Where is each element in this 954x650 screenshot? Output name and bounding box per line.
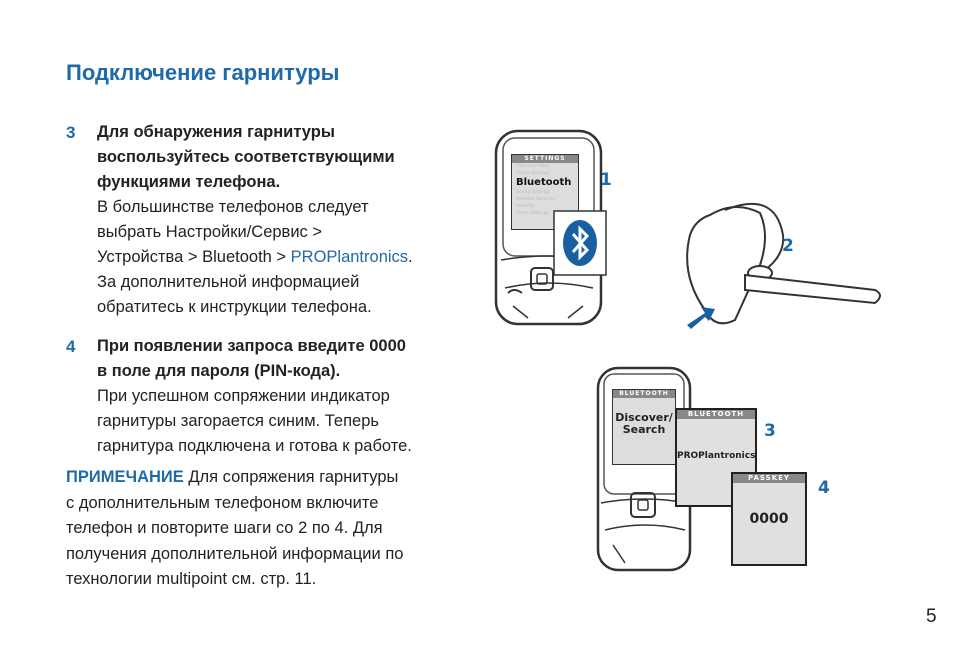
screen-header: SETTINGS bbox=[512, 155, 578, 163]
note-line: телефон и повторите шаги со 2 по 4. Для bbox=[66, 519, 383, 537]
card-header: BLUETOOTH bbox=[677, 410, 755, 419]
path-end: . bbox=[408, 248, 413, 266]
step-3-line: обратитесь к инструкции телефона. bbox=[97, 298, 372, 316]
path-text: Устройства > Bluetooth > bbox=[97, 248, 291, 266]
step-number-4: 4 bbox=[66, 337, 76, 356]
note-label: ПРИМЕЧАНИЕ bbox=[66, 468, 184, 486]
note-line: с дополнительным телефоном включите bbox=[66, 493, 379, 512]
step-3-text: Для обнаружения гарнитуры воспользуйтесь… bbox=[97, 120, 477, 320]
note-line: технологии multipoint см. стр. 11. bbox=[66, 570, 317, 588]
step-3-path: Устройства > Bluetooth > PROPlantronics. bbox=[97, 245, 477, 270]
screen-text: Discover/ bbox=[615, 411, 673, 424]
menu-item-bluetooth: Bluetooth bbox=[516, 177, 572, 188]
step-3-heading-line: воспользуйтесь соответствующими bbox=[97, 148, 395, 166]
step-3-line: выбрать Настройки/Сервис > bbox=[97, 223, 323, 241]
page-number: 5 bbox=[926, 606, 937, 627]
menu-item: Sound Settings bbox=[516, 190, 551, 195]
phone-screen-bluetooth: BLUETOOTH Discover/ Search bbox=[612, 389, 676, 465]
step-4-line: гарнитура подключена и готова к работе. bbox=[97, 437, 412, 455]
screen-card-passkey: PASSKEY 0000 bbox=[731, 472, 807, 566]
step-4-heading-line: При появлении запроса введите 0000 bbox=[97, 337, 406, 355]
passkey-value: 0000 bbox=[749, 511, 789, 527]
note-line: получения дополнительной информации по bbox=[66, 544, 404, 563]
discover-search-text: Discover/ Search bbox=[613, 412, 675, 436]
page-title: Подключение гарнитуры bbox=[66, 60, 340, 85]
menu-item: Phone Settings bbox=[516, 171, 550, 176]
step-4-line: При успешном сопряжении индикатор bbox=[97, 387, 390, 405]
device-name: PROPlantronics bbox=[290, 248, 409, 266]
note: ПРИМЕЧАНИЕ Для сопряжения гарнитуры с до… bbox=[66, 465, 466, 593]
screen-header: BLUETOOTH bbox=[613, 390, 675, 398]
figure-label-4: 4 bbox=[818, 478, 830, 498]
step-4-heading-line: в поле для пароля (PIN-кода). bbox=[97, 362, 341, 380]
menu-item: Security bbox=[516, 204, 535, 209]
step-3-heading-line: функциями телефона. bbox=[97, 173, 281, 191]
figure-label-1: 1 bbox=[600, 170, 612, 190]
step-3-heading-line: Для обнаружения гарнитуры bbox=[97, 123, 335, 141]
step-3-line: В большинстве телефонов следует bbox=[97, 198, 369, 216]
step-number-3: 3 bbox=[66, 123, 76, 142]
menu-item: Reset Settings bbox=[516, 211, 549, 216]
step-3-line: За дополнительной информацией bbox=[97, 273, 360, 291]
headset-icon bbox=[686, 202, 881, 329]
screen-text: Search bbox=[622, 423, 666, 436]
bluetooth-icon bbox=[553, 210, 607, 276]
device-name: PROPlantronics bbox=[677, 451, 756, 461]
step-4-text: При появлении запроса введите 0000 в пол… bbox=[97, 334, 477, 459]
step-4-line: гарнитуры загорается синим. Теперь bbox=[97, 412, 379, 430]
menu-item: Time and Date bbox=[516, 164, 550, 169]
figure-label-3: 3 bbox=[764, 421, 776, 441]
menu-item: Network Services bbox=[516, 197, 556, 202]
note-line: Для сопряжения гарнитуры bbox=[183, 468, 399, 486]
figure-label-2: 2 bbox=[782, 236, 794, 256]
card-header: PASSKEY bbox=[733, 474, 805, 483]
